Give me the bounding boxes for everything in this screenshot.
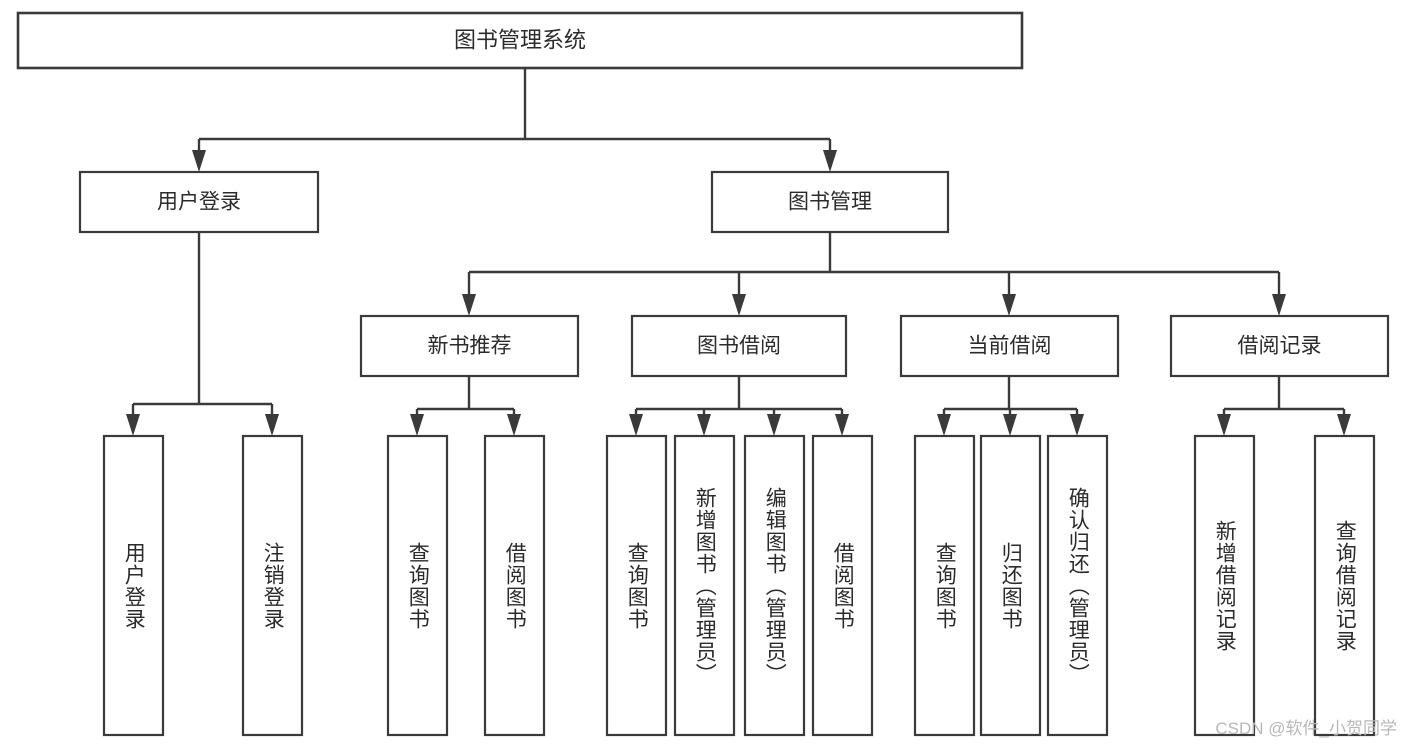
level3-node-book-borrow-rect[interactable]: [630, 314, 848, 378]
connector-from-current-borrow: [937, 376, 1084, 436]
arrow-head-icon: [835, 414, 849, 436]
arrow-head-icon: [697, 414, 711, 436]
leaf-node-leaf-query-book-1-rect[interactable]: [386, 434, 449, 737]
leaf-node-leaf-logout[interactable]: [241, 434, 304, 737]
arrow-head-icon: [410, 414, 424, 436]
leaf-node-leaf-borrow-book-2[interactable]: [811, 434, 874, 737]
arrow-head-icon: [937, 414, 951, 436]
arrow-head-icon: [1003, 414, 1017, 436]
leaf-node-leaf-add-book-rect[interactable]: [673, 434, 736, 737]
arrow-head-icon: [1337, 414, 1351, 436]
arrow-head-icon: [192, 150, 206, 172]
level3-node-current-borrow[interactable]: 当前借阅: [899, 314, 1120, 378]
level2-node-user-login-label: 用户登录: [157, 191, 241, 214]
level2-node-book-manage[interactable]: 图书管理: [710, 170, 950, 234]
leaf-node-leaf-borrow-book-2-rect[interactable]: [811, 434, 874, 737]
arrow-head-icon: [265, 414, 279, 436]
leaf-node-leaf-confirm-return-rect[interactable]: [1046, 434, 1109, 737]
level2-node-user-login-rect[interactable]: [78, 170, 320, 234]
arrow-head-icon: [1272, 294, 1286, 316]
leaf-node-leaf-logout-rect[interactable]: [241, 434, 304, 737]
leaf-node-leaf-query-book-2-rect[interactable]: [605, 434, 668, 737]
connector-from-borrow-record: [1217, 376, 1351, 436]
leaf-node-leaf-user-login[interactable]: [102, 434, 165, 737]
leaf-node-leaf-edit-book[interactable]: [743, 434, 806, 737]
leaf-node-leaf-query-book-3-rect[interactable]: [913, 434, 976, 737]
arrow-head-icon: [462, 294, 476, 316]
level3-node-new-book-rec-rect[interactable]: [359, 314, 580, 378]
leaf-node-leaf-add-book[interactable]: [673, 434, 736, 737]
root-node-book-management-system[interactable]: 图书管理系统: [16, 11, 1024, 70]
leaf-node-leaf-query-record-rect[interactable]: [1313, 434, 1376, 737]
leaf-node-leaf-borrow-book-1-rect[interactable]: [483, 434, 546, 737]
leaf-node-leaf-confirm-return[interactable]: [1046, 434, 1109, 737]
level3-node-borrow-record[interactable]: 借阅记录: [1169, 314, 1390, 378]
arrow-head-icon: [732, 294, 746, 316]
level2-node-book-manage-rect[interactable]: [710, 170, 950, 234]
leaf-node-leaf-return-book[interactable]: [979, 434, 1042, 737]
connector-from-new-book-rec: [410, 376, 521, 436]
root-node-book-management-system-rect[interactable]: [16, 11, 1024, 70]
arrow-head-icon: [823, 150, 837, 172]
level3-node-book-borrow-label: 图书借阅: [697, 335, 781, 358]
watermark-text: CSDN @软件_小贺同学: [1215, 719, 1397, 738]
level3-node-borrow-record-label: 借阅记录: [1238, 335, 1322, 358]
arrow-head-icon: [1070, 414, 1084, 436]
level2-node-user-login[interactable]: 用户登录: [78, 170, 320, 234]
connector-from-book-manage: [462, 232, 1286, 316]
leaf-node-leaf-add-record-rect[interactable]: [1193, 434, 1256, 737]
connector-edges-layer: [126, 68, 1351, 436]
connector-from-root: [192, 68, 837, 172]
arrow-head-icon: [629, 414, 643, 436]
level3-node-new-book-rec[interactable]: 新书推荐: [359, 314, 580, 378]
arrow-head-icon: [126, 414, 140, 436]
level3-node-new-book-rec-label: 新书推荐: [428, 335, 512, 358]
leaf-node-leaf-user-login-rect[interactable]: [102, 434, 165, 737]
arrow-head-icon: [767, 414, 781, 436]
connector-from-book-borrow: [629, 376, 849, 436]
leaf-node-leaf-edit-book-rect[interactable]: [743, 434, 806, 737]
leaf-node-leaf-query-book-3[interactable]: [913, 434, 976, 737]
level2-node-book-manage-label: 图书管理: [788, 191, 872, 214]
leaf-node-leaf-query-book-1[interactable]: [386, 434, 449, 737]
leaf-node-leaf-query-record[interactable]: [1313, 434, 1376, 737]
level3-node-current-borrow-rect[interactable]: [899, 314, 1120, 378]
level3-node-borrow-record-rect[interactable]: [1169, 314, 1390, 378]
leaf-node-leaf-borrow-book-1[interactable]: [483, 434, 546, 737]
leaf-node-leaf-add-record[interactable]: [1193, 434, 1256, 737]
leaf-node-leaf-return-book-rect[interactable]: [979, 434, 1042, 737]
level3-node-current-borrow-label: 当前借阅: [968, 335, 1052, 358]
arrow-head-icon: [507, 414, 521, 436]
arrow-head-icon: [1002, 294, 1016, 316]
root-node-label: 图书管理系统: [454, 27, 586, 52]
arrow-head-icon: [1217, 414, 1231, 436]
level3-node-book-borrow[interactable]: 图书借阅: [630, 314, 848, 378]
connector-from-user-login: [126, 232, 279, 436]
leaf-node-leaf-query-book-2[interactable]: [605, 434, 668, 737]
